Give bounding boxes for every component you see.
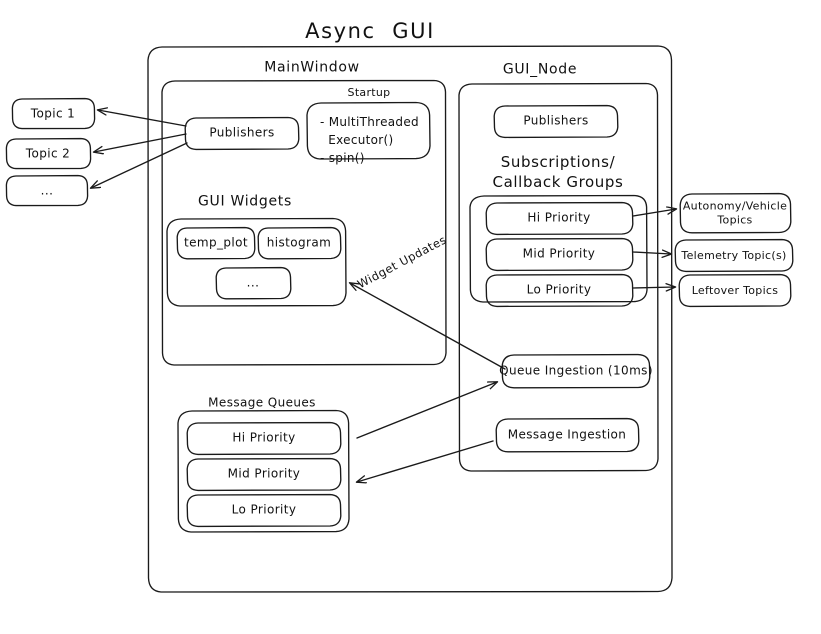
arrow-hi-priority-to-autonomy [632, 209, 676, 217]
queue-ingestion-box [501, 353, 651, 389]
arrow-lo-priority-to-leftover [632, 287, 675, 288]
startup-box [306, 101, 431, 160]
mq-lo-priority-box [186, 493, 342, 528]
message-queues-container [177, 409, 350, 533]
arrow-message-queues-to-queue-ingestion [356, 382, 497, 439]
outer-frame [147, 45, 673, 593]
topic-ellipsis-box [5, 174, 89, 207]
arrow-mid-priority-to-telemetry [632, 252, 671, 254]
callback-groups-container [469, 194, 648, 303]
gui-node-container [458, 82, 659, 472]
arrow-message-ingestion-to-message-queues [357, 440, 494, 482]
main-window-container [161, 79, 447, 366]
arrow-publishers-to-topic2 [94, 133, 187, 152]
topic-2-box [5, 137, 92, 170]
arrow-publishers-to-topic1 [98, 110, 187, 127]
leftover-topics-box [678, 273, 792, 308]
cb-mid-priority-box [485, 237, 634, 272]
telemetry-topics-box [674, 238, 794, 273]
arrow-publishers-to-topic-ellipsis [91, 142, 188, 188]
gui-widgets-container [166, 217, 347, 307]
autonomy-topics-box [679, 192, 792, 234]
mq-hi-priority-box [186, 421, 342, 456]
mq-mid-priority-box [186, 457, 342, 492]
arrow-queue-ingestion-to-gui-widgets [350, 283, 506, 370]
cb-lo-priority-box [485, 273, 634, 308]
cb-hi-priority-box [485, 201, 634, 236]
temp-plot-box [176, 226, 256, 260]
widgets-ellipsis-box [215, 266, 292, 300]
histogram-box [257, 226, 342, 260]
topic-1-box [11, 97, 96, 130]
message-ingestion-box [495, 417, 640, 453]
mw-publishers-box [184, 116, 300, 151]
gn-publishers-box [493, 104, 619, 139]
